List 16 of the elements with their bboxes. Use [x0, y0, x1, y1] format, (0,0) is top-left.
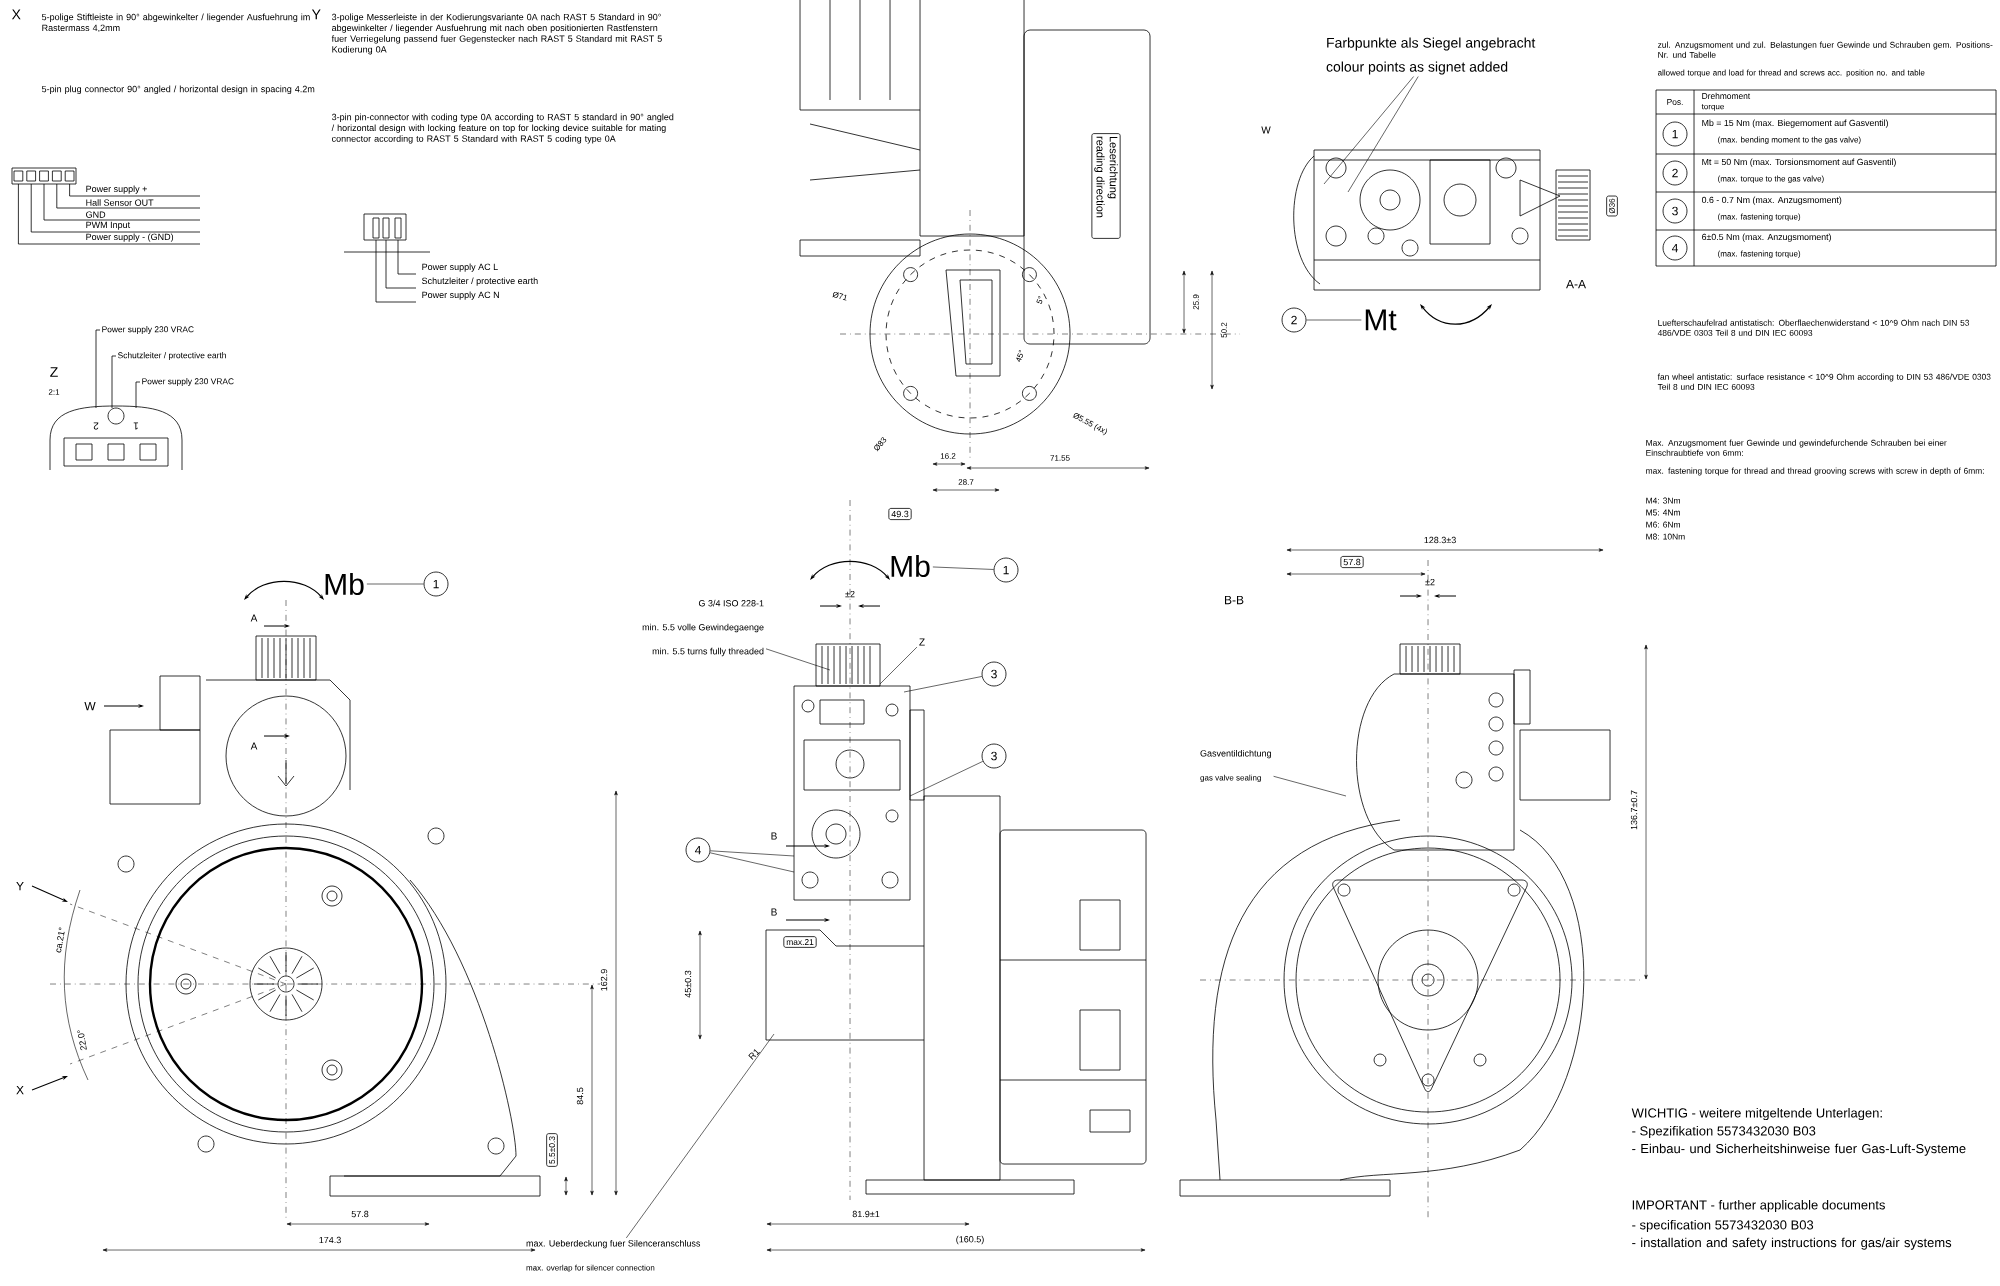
leader-line [932, 566, 994, 570]
leader-line [1323, 76, 1414, 185]
leader-line [366, 583, 424, 585]
leader-line [709, 852, 795, 873]
leader-line [1273, 776, 1347, 797]
moment-symbol: Mb [325, 573, 364, 595]
leader-line [903, 676, 983, 693]
leader-line [1347, 76, 1419, 193]
moment-symbol: Mt [1365, 309, 1397, 331]
moment-symbol: Mb [891, 555, 930, 577]
leader-line [710, 850, 795, 857]
leader-line [1306, 319, 1362, 321]
leader-line [626, 1033, 775, 1239]
leader-line [909, 761, 984, 797]
leader-line [879, 646, 918, 685]
leader-line [765, 648, 831, 671]
